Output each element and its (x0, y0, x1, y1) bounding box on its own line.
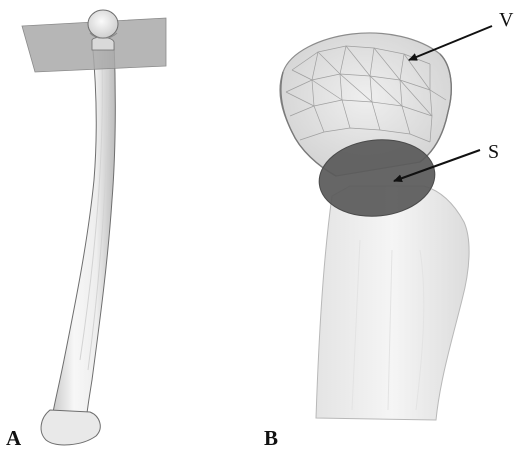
panel-a (22, 10, 166, 445)
bone-neck (92, 37, 114, 50)
bone-distal-end (41, 410, 100, 445)
bone-head (88, 10, 118, 38)
bone-shaft (52, 40, 115, 420)
panel-a-label: A (6, 428, 21, 449)
zoom-shaft (316, 186, 469, 420)
annotation-s-label: S (488, 142, 499, 162)
panel-b (280, 33, 469, 420)
panel-b-label: B (264, 428, 278, 449)
annotation-v-label: V (499, 10, 513, 30)
